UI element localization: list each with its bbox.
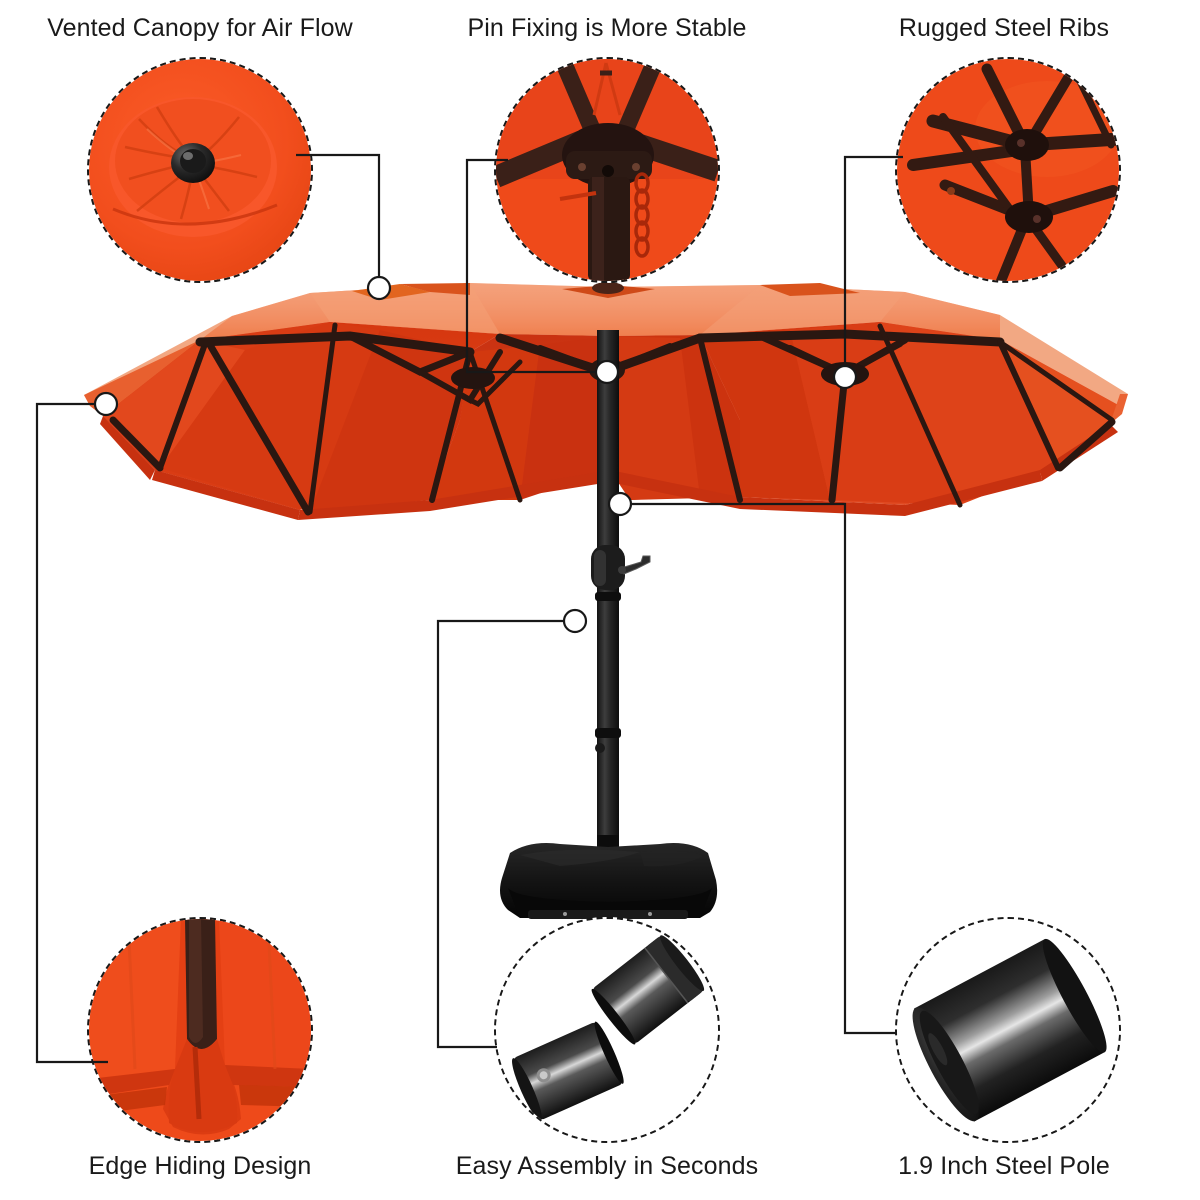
callout-label-pin-fixing: Pin Fixing is More Stable	[467, 14, 747, 42]
umbrella-base	[500, 843, 718, 919]
callout-label-vented-canopy: Vented Canopy for Air Flow	[47, 14, 353, 42]
callout-circle-pin-fixing	[494, 57, 720, 283]
callout-label-easy-assembly: Easy Assembly in Seconds	[455, 1152, 759, 1180]
callout-label-edge-hiding: Edge Hiding Design	[88, 1152, 312, 1180]
pole-cylinder-detail-icon	[897, 919, 1119, 1141]
callout-label-steel-ribs: Rugged Steel Ribs	[898, 14, 1110, 42]
callout-circle-steel-ribs	[895, 57, 1121, 283]
callout-circle-steel-pole	[895, 917, 1121, 1143]
canopy-right-underside	[700, 322, 1128, 505]
callout-circle-edge-hiding	[87, 917, 313, 1143]
canopy-vent-detail-icon	[89, 59, 311, 281]
hanging-chain	[634, 172, 650, 258]
callout-circle-vented-canopy	[87, 57, 313, 283]
pin-hub-detail-icon	[496, 59, 718, 281]
rib-frame-detail-icon	[897, 59, 1119, 281]
callout-circle-easy-assembly	[494, 917, 720, 1143]
edge-fabric-detail-icon	[89, 919, 311, 1141]
callout-label-steel-pole: 1.9 Inch Steel Pole	[898, 1152, 1110, 1180]
steel-pole-cylinder	[912, 938, 1107, 1122]
pole-connectors-detail-icon	[496, 919, 718, 1141]
